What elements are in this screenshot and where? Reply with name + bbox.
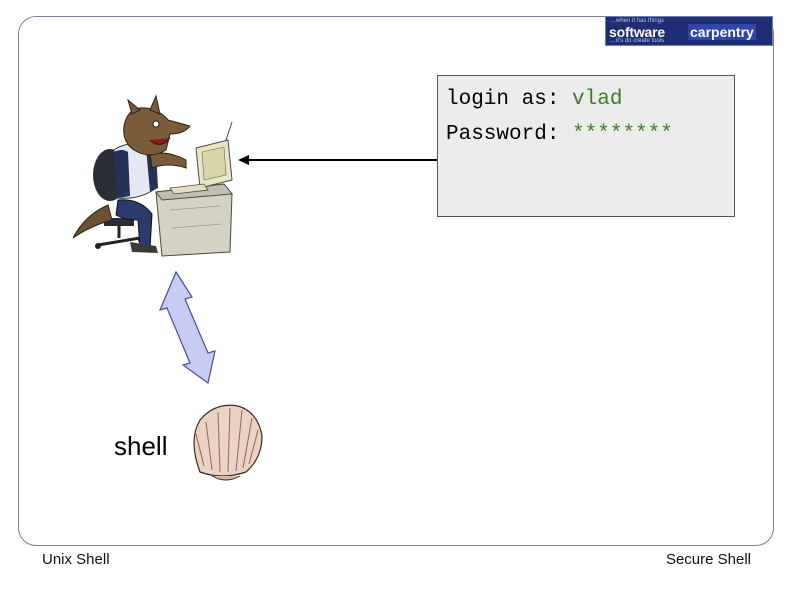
footer-left-text: Unix Shell (42, 551, 110, 568)
footer-right-text: Secure Shell (666, 551, 751, 568)
seashell-illustration (194, 405, 262, 480)
shell-label: shell (114, 431, 167, 462)
bidirectional-arrow (160, 272, 215, 383)
terminal-to-user-arrow (238, 155, 437, 165)
werewolf-at-computer-illustration (73, 96, 232, 256)
